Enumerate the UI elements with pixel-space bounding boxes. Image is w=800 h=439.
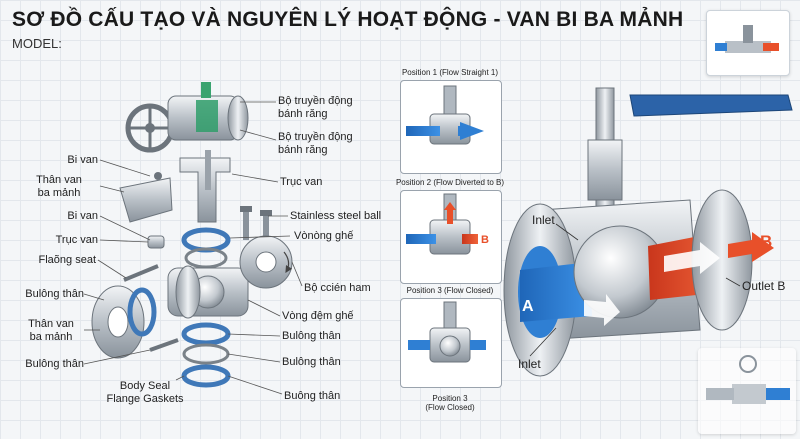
position-2-valve [406, 193, 478, 255]
position-3-valve [408, 301, 486, 363]
label-seat-washer: Vòng đệm ghế [282, 310, 354, 322]
flow-letter-a: A [522, 298, 534, 315]
gear-actuator [125, 82, 249, 153]
label-body-bolt-left-2: Bulông thân [25, 358, 84, 370]
model-label: MODEL: [12, 36, 62, 51]
seat-gaskets-top [181, 227, 231, 269]
thumbnail-top[interactable] [706, 10, 790, 76]
bolts-left [123, 264, 179, 352]
leader-lines [83, 101, 303, 395]
label-inlet-top: Inlet [532, 213, 555, 227]
label-flange-set: Bộ ccién ham [304, 282, 371, 294]
label-valve-ball-2: Bi van [67, 210, 98, 222]
label-body-bolt-r2: Bulông thân [282, 356, 341, 368]
label-seat-ring: Vònòng ghế [294, 230, 354, 242]
label-gear-actuator-1: Bộ truyền động bánh răng [278, 95, 353, 120]
position-1-valve [406, 85, 484, 145]
position-3-caption: Position 3 (Flow Closed) [425, 394, 475, 412]
position-1-title: Position 1 (Flow Straight 1) [401, 68, 499, 77]
cutaway-valve [503, 87, 793, 377]
label-valve-stem-right: Trục van [280, 176, 323, 188]
position-3-title: Position 3 (Flow Closed) [406, 286, 494, 295]
bolts-top [240, 206, 272, 244]
thumbnail-bottom[interactable] [698, 348, 796, 434]
cutaway-leaders [529, 223, 741, 357]
label-inlet-bottom: Inlet [518, 357, 541, 371]
label-flange-seat: Flaõng seat [38, 254, 96, 266]
label-body-bolt-r3: Buông thân [284, 390, 341, 402]
label-stainless-ball: Stainless steel ball [290, 210, 382, 222]
label-valve-ball: Bi van [67, 154, 98, 166]
label-body-bolt-left: Bulông thân [25, 288, 84, 300]
right-flange [239, 235, 293, 289]
thumbnail-valve-icon-2 [706, 355, 790, 404]
page-title: SƠ ĐỒ CẤU TẠO VÀ NGUYÊN LÝ HOẠT ĐỘNG - V… [12, 8, 684, 31]
label-valve-stem-left: Trục van [55, 234, 98, 246]
flow-letter-b: B [760, 232, 773, 251]
thumbnail-valve-icon [715, 25, 779, 53]
top-body-piece [119, 172, 173, 223]
label-three-piece-body-top: Thân van ba mảnh [36, 174, 82, 199]
left-flange [91, 285, 157, 359]
label-body-seal: Body Seal Flange Gaskets [106, 380, 184, 405]
label-body-bolt-r1: Bulông thân [282, 330, 341, 342]
stem-bracket [179, 150, 231, 223]
position-2-letter-b: B [481, 234, 489, 246]
label-outlet-b: Outlet B [742, 279, 786, 293]
center-body [167, 265, 249, 319]
bottom-gaskets [181, 322, 231, 388]
position-2-title: Position 2 (Flow Diverted to B) [395, 178, 505, 187]
label-three-piece-body-bottom: Thân van ba mảnh [28, 318, 74, 343]
label-gear-actuator-2: Bộ truyền động bánh răng [278, 131, 353, 156]
small-stem [147, 235, 165, 249]
